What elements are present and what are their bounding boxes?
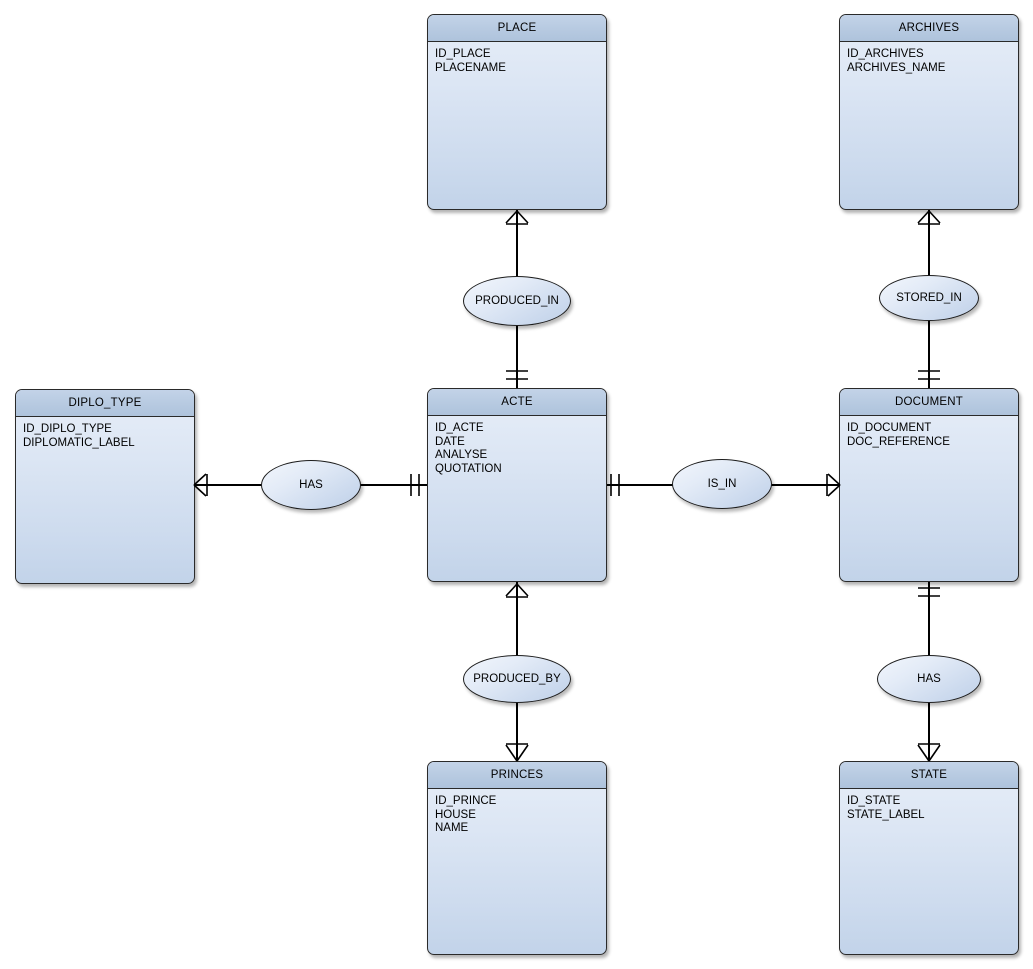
- entity-title: DOCUMENT: [840, 389, 1018, 416]
- relationship-produced-by[interactable]: PRODUCED_BY: [463, 655, 571, 703]
- cardinality-many-archives: [912, 209, 946, 235]
- cardinality-many-place: [500, 209, 534, 235]
- entity-attribute: HOUSE: [435, 808, 476, 821]
- entity-attribute-list: ID_PLACE PLACENAME: [428, 42, 606, 75]
- entity-attribute: ARCHIVES_NAME: [847, 61, 946, 74]
- cardinality-one-many-document-left: [814, 468, 842, 502]
- entity-attribute: ID_ARCHIVES: [847, 48, 924, 60]
- entity-title: PRINCES: [428, 762, 606, 789]
- entity-attribute-list: ID_PRINCE HOUSE NAME: [428, 789, 606, 836]
- entity-place[interactable]: PLACE ID_PLACE PLACENAME: [427, 14, 607, 210]
- relationship-has-diplo-type[interactable]: HAS: [261, 460, 361, 510]
- entity-acte[interactable]: ACTE ID_ACTE DATE ANALYSE QUOTATION: [427, 388, 607, 582]
- entity-attribute: ID_PRINCE: [435, 795, 497, 807]
- entity-attribute: DOC_REFERENCE: [847, 435, 950, 448]
- entity-attribute-list: ID_STATE STATE_LABEL: [840, 789, 1018, 822]
- entity-attribute: DIPLOMATIC_LABEL: [23, 436, 135, 449]
- cardinality-one-one-acte-left: [404, 468, 432, 502]
- entity-title: ARCHIVES: [840, 15, 1018, 42]
- entity-attribute: STATE_LABEL: [847, 808, 925, 821]
- cardinality-one-one-acte-top: [500, 365, 534, 391]
- entity-state[interactable]: STATE ID_STATE STATE_LABEL: [839, 761, 1019, 955]
- cardinality-one-one-document-top: [912, 365, 946, 391]
- relationship-produced-in[interactable]: PRODUCED_IN: [463, 276, 571, 326]
- entity-title: DIPLO_TYPE: [16, 390, 194, 417]
- cardinality-one-many-diplotype: [192, 468, 220, 502]
- entity-attribute: NAME: [435, 822, 469, 835]
- entity-attribute: ANALYSE: [435, 449, 488, 462]
- cardinality-one-one-document-bottom: [912, 582, 946, 608]
- relationship-stored-in[interactable]: STORED_IN: [879, 275, 979, 321]
- entity-attribute: ID_PLACE: [435, 48, 491, 60]
- entity-attribute: ID_DIPLO_TYPE: [23, 423, 112, 435]
- entity-attribute-list: ID_DOCUMENT DOC_REFERENCE: [840, 416, 1018, 449]
- entity-title: STATE: [840, 762, 1018, 789]
- entity-attribute-list: ID_DIPLO_TYPE DIPLOMATIC_LABEL: [16, 417, 194, 450]
- entity-document[interactable]: DOCUMENT ID_DOCUMENT DOC_REFERENCE: [839, 388, 1019, 582]
- entity-attribute: ID_STATE: [847, 795, 901, 807]
- relationship-is-in[interactable]: IS_IN: [672, 459, 772, 509]
- cardinality-one-many-state: [912, 735, 946, 763]
- entity-attribute-list: ID_ARCHIVES ARCHIVES_NAME: [840, 42, 1018, 75]
- cardinality-one-one-acte-right: [605, 468, 633, 502]
- entity-attribute: QUOTATION: [435, 462, 502, 475]
- entity-title: PLACE: [428, 15, 606, 42]
- relationship-has-state[interactable]: HAS: [877, 655, 981, 703]
- entity-attribute: DATE: [435, 435, 465, 448]
- cardinality-many-acte-bottom: [500, 582, 534, 608]
- entity-title: ACTE: [428, 389, 606, 416]
- cardinality-one-many-princes: [500, 735, 534, 763]
- entity-attribute: PLACENAME: [435, 61, 506, 74]
- entity-princes[interactable]: PRINCES ID_PRINCE HOUSE NAME: [427, 761, 607, 955]
- entity-attribute-list: ID_ACTE DATE ANALYSE QUOTATION: [428, 416, 606, 476]
- entity-attribute: ID_ACTE: [435, 422, 484, 434]
- entity-diplo-type[interactable]: DIPLO_TYPE ID_DIPLO_TYPE DIPLOMATIC_LABE…: [15, 389, 195, 584]
- entity-archives[interactable]: ARCHIVES ID_ARCHIVES ARCHIVES_NAME: [839, 14, 1019, 210]
- entity-attribute: ID_DOCUMENT: [847, 422, 932, 434]
